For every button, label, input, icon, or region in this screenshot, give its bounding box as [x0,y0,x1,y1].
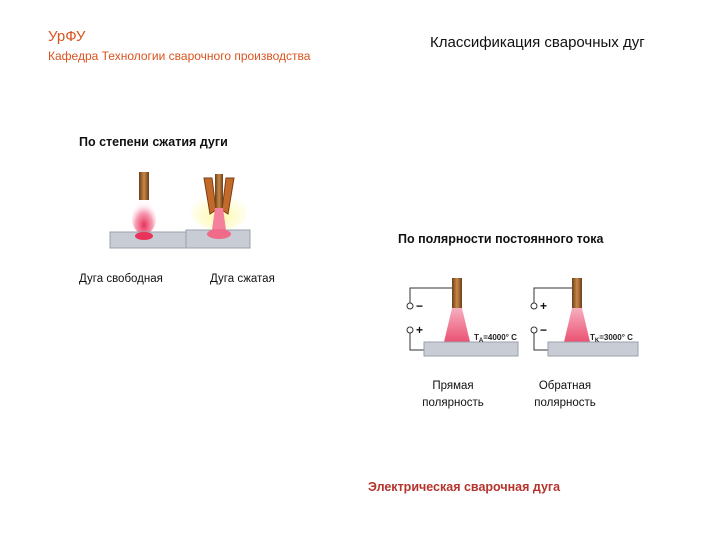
direct-polarity-label: Прямая полярность [408,378,498,412]
polarity-heading: По полярности постоянного тока [398,232,604,246]
wire-bottom [533,333,550,351]
department-name: Кафедра Технологии сварочного производст… [48,49,311,63]
direct-polarity-line2: полярность [422,397,484,409]
terminal-top [530,302,538,310]
compression-heading: По степени сжатия дуги [79,135,228,149]
free-arc-label: Дуга свободная [79,273,163,285]
temperature-label: TK=3000° C [590,333,633,344]
electrode [452,278,462,308]
terminal-bottom [406,326,414,334]
organization-name: УрФУ [48,28,86,45]
electrode [139,172,149,200]
compressed-arc-label: Дуга сжатая [210,273,275,285]
terminal-top-sign: − [416,299,423,313]
arc-plasma [444,308,470,342]
wire-top [409,287,452,303]
slide-title: Классификация сварочных дуг [430,34,645,51]
arc-plasma [131,200,157,236]
reverse-polarity-line2: полярность [534,397,596,409]
terminal-top-sign: + [540,299,547,313]
reverse-polarity-line1: Обратная [538,380,592,392]
wire-bottom [409,333,426,351]
electrode [572,278,582,308]
weld-pool [135,232,153,240]
temperature-label: TA=4000° C [474,333,517,344]
terminal-bottom [530,326,538,334]
arc-plasma [212,208,226,230]
nozzle-right [221,177,235,215]
compressed-arc-illustration [185,174,251,249]
wire-top [533,287,572,303]
direct-polarity-illustration: − + TA=4000° C [406,278,519,357]
arc-plasma [564,308,590,342]
weld-pool [207,229,231,239]
terminal-top [406,302,414,310]
direct-polarity-line1: Прямая [432,380,474,392]
terminal-bottom-sign: − [540,323,547,337]
terminal-bottom-sign: + [416,323,423,337]
footer-caption: Электрическая сварочная дуга [368,480,561,494]
electrode [215,174,223,208]
reverse-polarity-illustration: + − TK=3000° C [530,278,639,357]
base-plate [547,341,639,357]
reverse-polarity-label: Обратная полярность [520,378,610,412]
base-plate [423,341,519,357]
free-arc-illustration [109,172,189,249]
